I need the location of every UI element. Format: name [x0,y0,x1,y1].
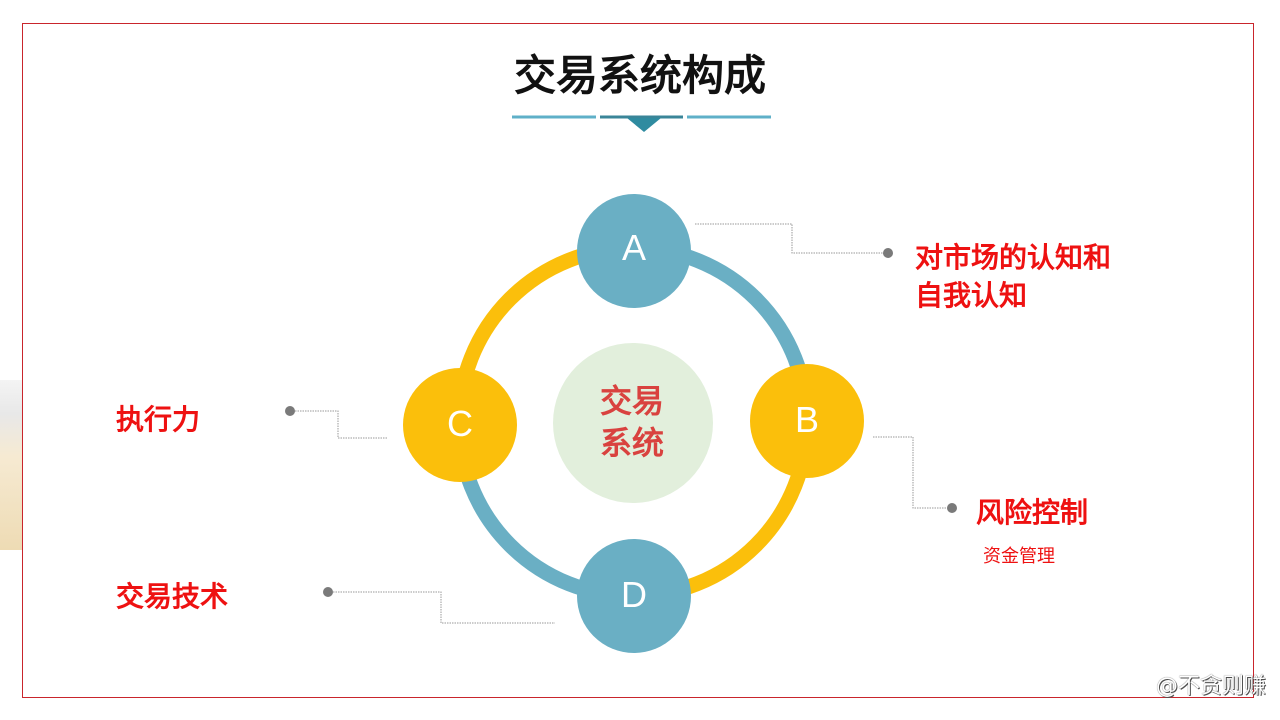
center-circle [553,343,713,503]
node-b-label: B [795,399,819,440]
label-b-sub: 资金管理 [983,546,1055,567]
center-label-2: 系统 [600,424,664,462]
slide-frame [22,23,1254,698]
connectors [290,223,950,624]
label-d: 交易技术 [116,580,229,613]
title-underline [512,115,771,132]
label-a-line2: 自我认知 [915,279,1028,312]
label-b: 风险控制 [976,496,1089,529]
watermark: @不贪则赚 [1155,674,1266,699]
node-a-label: A [622,227,646,268]
node-b [750,364,864,478]
node-d [577,539,691,653]
slide-title: 交易系统构成 [513,51,766,100]
connector-dots [285,248,957,597]
triangle-marker [627,118,661,132]
background-decoration [0,380,22,550]
label-c: 执行力 [116,403,201,436]
node-c [403,368,517,482]
node-a [577,194,691,308]
node-c-label: C [447,403,473,444]
node-d-label: D [621,574,647,615]
center-label-1: 交易 [600,382,664,420]
label-a-line1: 对市场的认知和 [915,241,1112,274]
